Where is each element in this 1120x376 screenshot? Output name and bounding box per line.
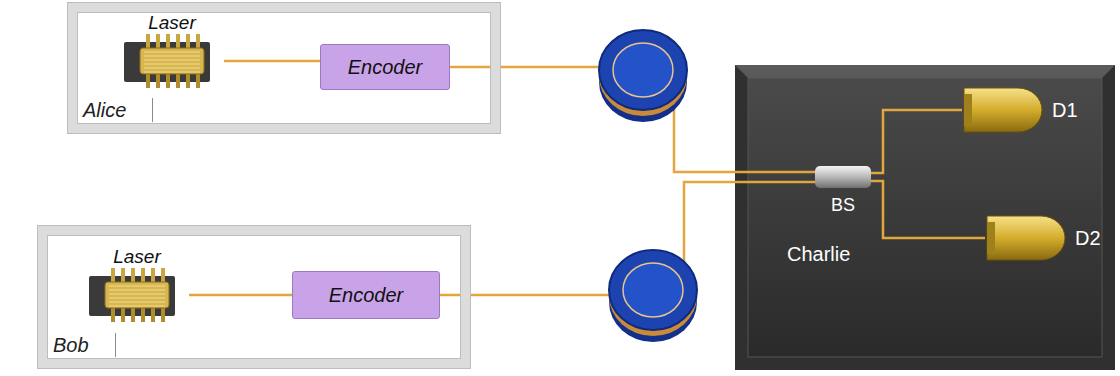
laser-chip: Laser xyxy=(85,246,189,322)
laser-label: Laser xyxy=(85,246,189,268)
encoder-box: Encoder xyxy=(292,271,440,319)
detector-label: D1 xyxy=(1052,99,1078,122)
detector-icon xyxy=(985,212,1071,264)
detector: D1 xyxy=(962,84,1048,136)
beam-splitter-icon xyxy=(815,165,871,189)
party-panel: Alice LaserEncoder xyxy=(68,3,500,133)
detector-icon xyxy=(962,84,1048,136)
charlie-housing xyxy=(735,65,1115,370)
laser-chip-icon xyxy=(85,268,181,322)
optical-fiber xyxy=(189,294,292,297)
component-label: BS xyxy=(831,195,855,216)
optical-fiber xyxy=(224,60,320,63)
party-name: Alice xyxy=(83,98,153,122)
detector-label: D2 xyxy=(1075,227,1101,250)
laser-chip-icon xyxy=(120,34,216,88)
charlie-floor xyxy=(748,78,1102,357)
party-panel: Bob LaserEncoder xyxy=(38,226,470,368)
charlie-rim xyxy=(735,65,1115,78)
encoder-box: Encoder xyxy=(320,44,450,90)
encoder-label: Encoder xyxy=(329,284,404,307)
encoder-label: Encoder xyxy=(348,56,423,79)
charlie-box: Charlie BS D1D2 xyxy=(735,65,1115,370)
station-name: Charlie xyxy=(787,243,850,266)
optical-fiber xyxy=(871,110,962,173)
party-name: Bob xyxy=(53,333,116,357)
beam-splitter: BS xyxy=(815,165,871,189)
detector: D2 xyxy=(985,212,1071,264)
optical-fiber xyxy=(871,181,985,238)
laser-chip: Laser xyxy=(120,12,224,88)
fiber-spool xyxy=(609,250,697,342)
laser-label: Laser xyxy=(120,12,224,34)
fiber-spool xyxy=(599,30,687,122)
